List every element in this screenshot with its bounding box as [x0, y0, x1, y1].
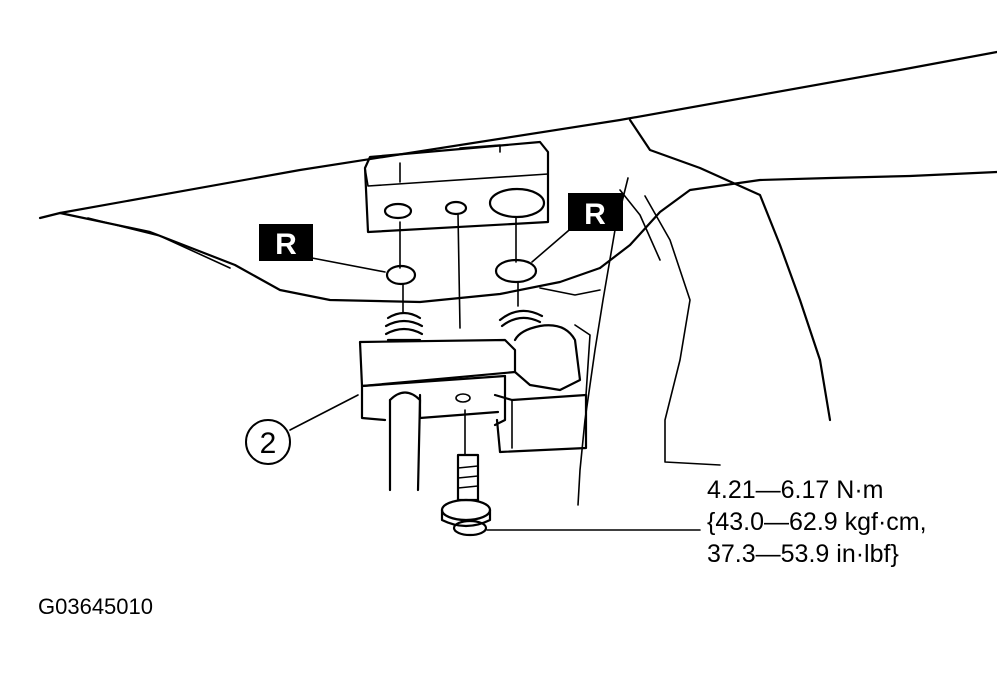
torque-specification: 4.21—6.17 N·m {43.0—62.9 kgf·cm, 37.3—53… — [707, 474, 927, 570]
body-panel — [38, 50, 997, 506]
bracket — [358, 324, 591, 454]
grommet-right — [494, 258, 538, 284]
spring-left — [384, 311, 424, 342]
bolt — [440, 453, 492, 537]
replace-badge-right-label: R — [584, 198, 606, 231]
mounting-block — [363, 140, 550, 234]
callout-circle: 2 — [245, 419, 291, 465]
replace-badge-left: R — [259, 224, 313, 261]
guide-lines — [399, 213, 519, 456]
replace-badge-left-label: R — [275, 228, 297, 261]
torque-line-2: {43.0—62.9 kgf·cm, — [707, 508, 927, 536]
callout-number: 2 — [260, 427, 277, 460]
grommet-left — [385, 264, 417, 286]
replace-badge-right: R — [568, 193, 623, 231]
spring-right — [498, 309, 544, 328]
torque-line-3: 37.3—53.9 in·lbf} — [707, 540, 899, 568]
rod — [388, 391, 422, 492]
figure-id: G03645010 — [38, 594, 153, 619]
torque-line-1: 4.21—6.17 N·m — [707, 476, 884, 504]
leader-lines — [289, 224, 701, 531]
